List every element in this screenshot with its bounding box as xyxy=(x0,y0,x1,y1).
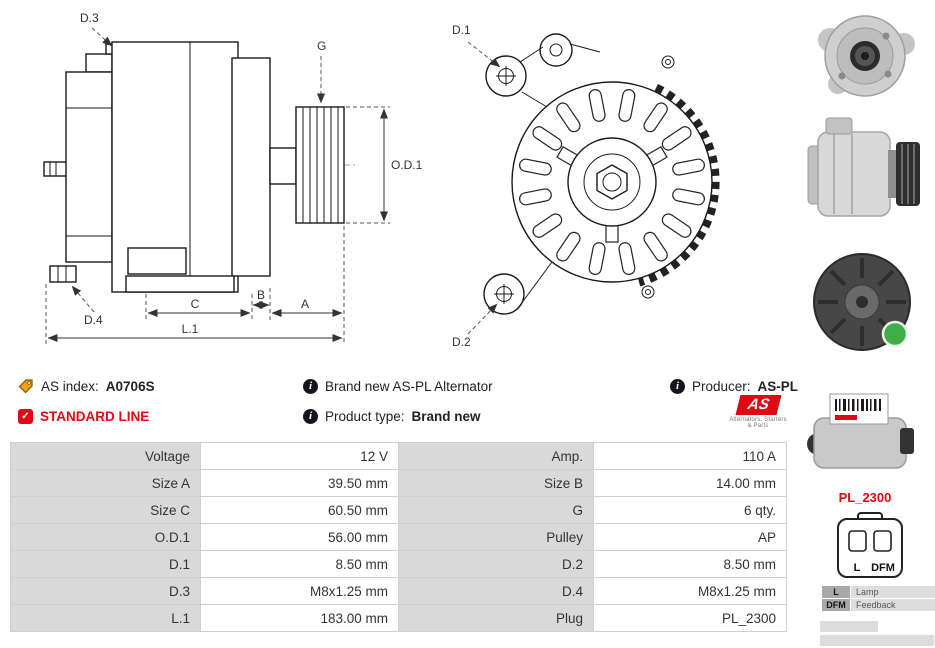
table-row: Size A 39.50 mm Size B 14.00 mm xyxy=(10,469,787,497)
as-pl-logo: AS Alternators, Starters & Parts xyxy=(727,395,789,429)
spec-label: D.1 xyxy=(10,550,201,578)
spec-value: M8x1.25 mm xyxy=(200,577,399,605)
brand-new-row: i Brand new AS-PL Alternator xyxy=(303,377,493,395)
producer-row: i Producer: AS-PL xyxy=(670,377,798,395)
spec-value: PL_2300 xyxy=(593,604,787,632)
standard-line-row: ✓ STANDARD LINE xyxy=(18,407,149,425)
as-index-value: A0706S xyxy=(105,378,155,394)
table-row: Voltage 12 V Amp. 110 A xyxy=(10,442,787,470)
brand-new-text: Brand new AS-PL Alternator xyxy=(325,378,493,394)
table-row: D.3 M8x1.25 mm D.4 M8x1.25 mm xyxy=(10,577,787,605)
plug-pin-left-label: L xyxy=(854,562,861,574)
plug-code: PL_2300 xyxy=(838,490,892,505)
spec-label: Size B xyxy=(398,469,594,497)
dim-label-od1: O.D.1 xyxy=(391,158,423,172)
spec-value: M8x1.25 mm xyxy=(593,577,787,605)
spec-value: 39.50 mm xyxy=(200,469,399,497)
spec-label: D.4 xyxy=(398,577,594,605)
product-type-row: i Product type: Brand new xyxy=(303,407,481,425)
plug-legend: L Lamp DFM Feedback xyxy=(822,586,935,612)
as-pl-logo-subtext: Alternators, Starters & Parts xyxy=(729,417,787,429)
dim-label-d3: D.3 xyxy=(80,11,99,25)
product-photo-rear xyxy=(800,246,930,366)
spec-value: 8.50 mm xyxy=(593,550,787,578)
spec-label: Voltage xyxy=(10,442,201,470)
dim-label-a: A xyxy=(301,297,309,311)
spec-value: 14.00 mm xyxy=(593,469,787,497)
product-photo-front xyxy=(800,10,930,102)
spec-value: 6 qty. xyxy=(593,496,787,524)
dim-label-d1: D.1 xyxy=(452,23,471,37)
decorative-bar xyxy=(820,635,934,646)
legend-desc: Lamp xyxy=(851,586,935,598)
tag-icon xyxy=(18,379,33,394)
front-view-drawing: D.1 D.2 xyxy=(452,23,720,349)
spec-label: D.2 xyxy=(398,550,594,578)
technical-drawings: D.3 D.4 G O.D.1 C B A xyxy=(43,11,720,349)
as-pl-logo-text: AS xyxy=(735,395,781,415)
spec-value: 56.00 mm xyxy=(200,523,399,551)
product-photo-label xyxy=(800,382,930,480)
legend-pin: DFM xyxy=(822,599,850,611)
dim-label-b: B xyxy=(257,288,265,302)
product-type-label: Product type: xyxy=(325,408,405,424)
producer-value: AS-PL xyxy=(757,378,799,394)
dim-label-g: G xyxy=(317,39,326,53)
spec-value: AP xyxy=(593,523,787,551)
spec-label: D.3 xyxy=(10,577,201,605)
legend-row: DFM Feedback xyxy=(822,599,935,611)
spec-label: O.D.1 xyxy=(10,523,201,551)
spec-value: 8.50 mm xyxy=(200,550,399,578)
table-row: Size C 60.50 mm G 6 qty. xyxy=(10,496,787,524)
dim-label-c: C xyxy=(191,297,200,311)
table-row: O.D.1 56.00 mm Pulley AP xyxy=(10,523,787,551)
spec-value: 183.00 mm xyxy=(200,604,399,632)
spec-label: G xyxy=(398,496,594,524)
spec-label: Size C xyxy=(10,496,201,524)
table-row: D.1 8.50 mm D.2 8.50 mm xyxy=(10,550,787,578)
check-icon: ✓ xyxy=(18,408,33,424)
plug-pin-right-label: DFM xyxy=(871,562,895,574)
spec-value: 110 A xyxy=(593,442,787,470)
table-row: L.1 183.00 mm Plug PL_2300 xyxy=(10,604,787,632)
spec-label: Amp. xyxy=(398,442,594,470)
info-icon: i xyxy=(303,378,318,394)
dim-label-d4: D.4 xyxy=(84,313,103,327)
spec-label: Pulley xyxy=(398,523,594,551)
product-photo-side xyxy=(800,106,930,242)
spec-value: 12 V xyxy=(200,442,399,470)
dim-label-l1: L.1 xyxy=(182,322,199,336)
producer-label: Producer: xyxy=(692,378,751,394)
as-index-label: AS index: xyxy=(41,378,99,394)
spec-label: Size A xyxy=(10,469,201,497)
decorative-bar xyxy=(820,621,878,632)
product-type-value: Brand new xyxy=(411,408,481,424)
dim-label-d2: D.2 xyxy=(452,335,471,349)
as-index-row: AS index: A0706S xyxy=(18,377,155,395)
spec-value: 60.50 mm xyxy=(200,496,399,524)
plug-connector-drawing: L DFM xyxy=(837,512,903,578)
standard-line-label: STANDARD LINE xyxy=(40,408,150,424)
side-view-drawing: D.3 D.4 G O.D.1 C B A xyxy=(43,11,423,344)
legend-desc: Feedback xyxy=(851,599,935,611)
legend-row: L Lamp xyxy=(822,586,935,598)
legend-pin: L xyxy=(822,586,850,598)
info-icon: i xyxy=(303,408,318,424)
info-icon: i xyxy=(670,378,685,394)
spec-table: Voltage 12 V Amp. 110 A Size A 39.50 mm … xyxy=(10,442,787,632)
spec-label: Plug xyxy=(398,604,594,632)
spec-label: L.1 xyxy=(10,604,201,632)
